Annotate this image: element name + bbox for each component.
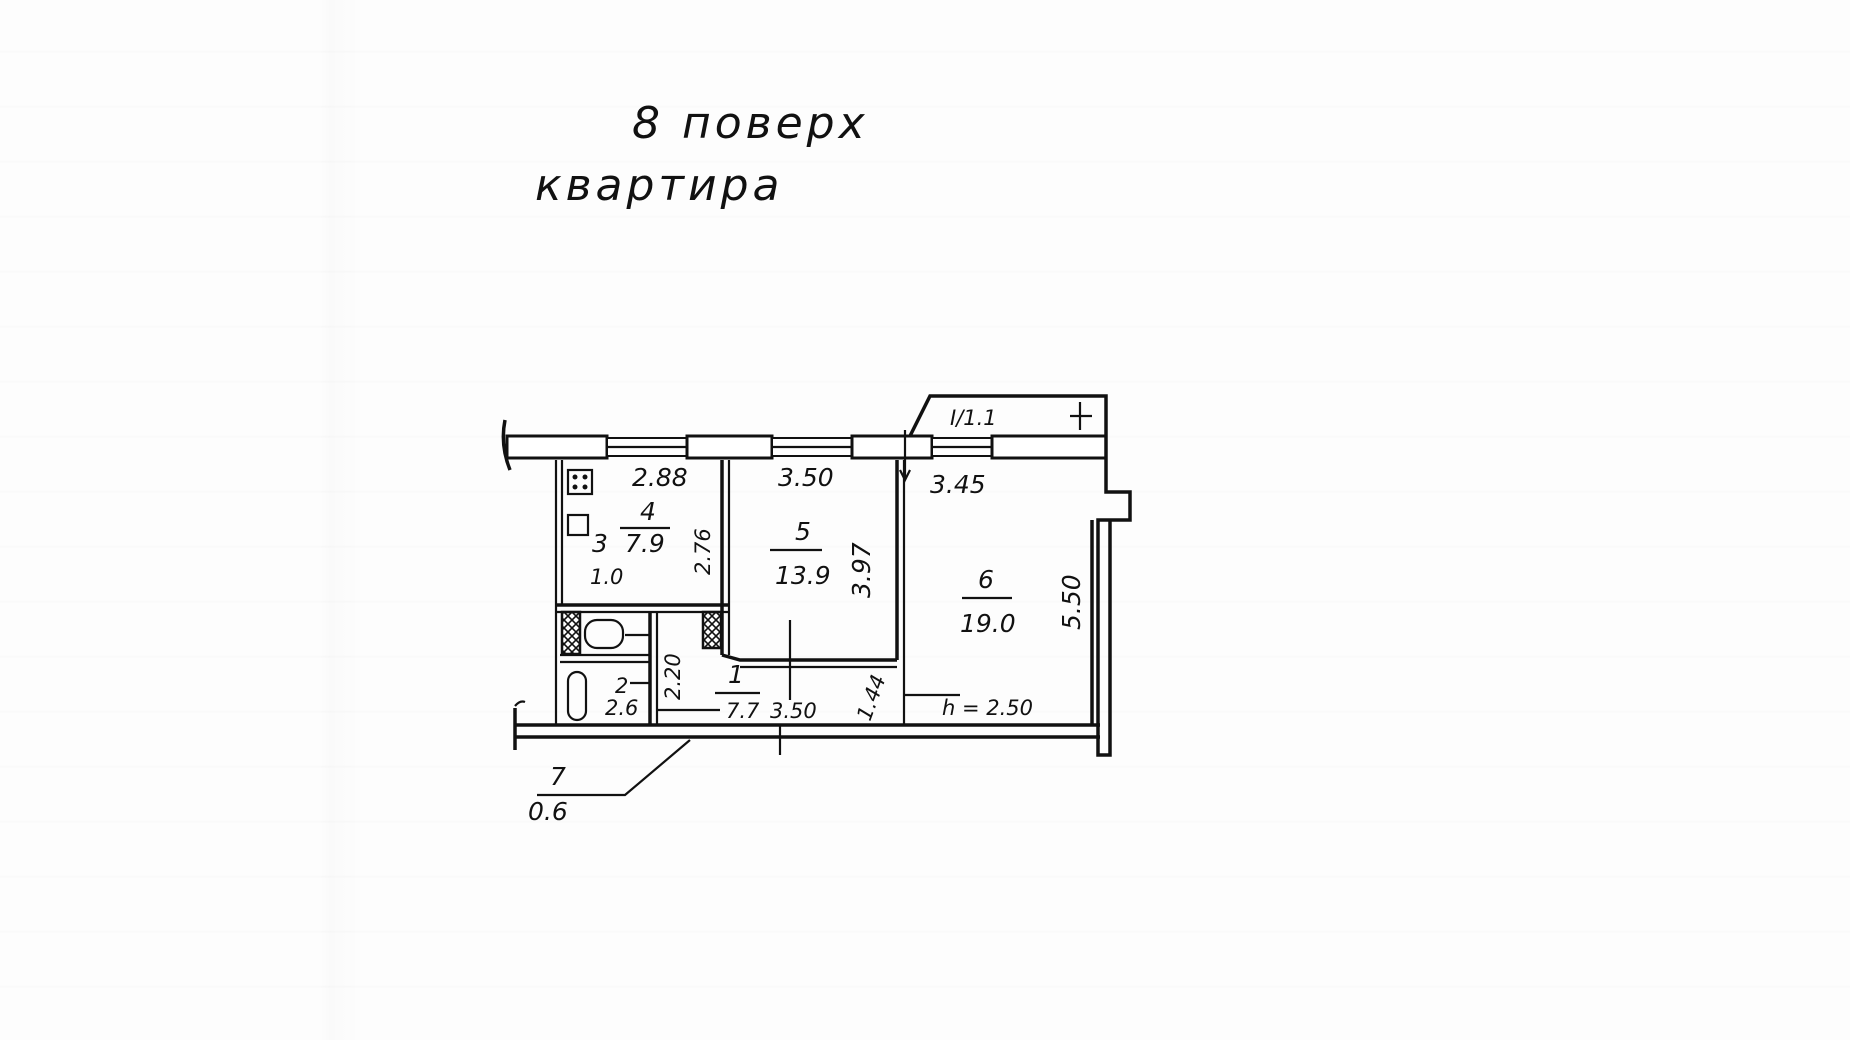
stove-icon xyxy=(566,468,594,496)
exterior-wall-bottom xyxy=(513,700,1100,755)
dim-kitchen-depth: 2.76 xyxy=(691,528,715,575)
dim-room6-width: 3.45 xyxy=(930,470,986,499)
dim-hall-width: 3.50 xyxy=(770,699,817,723)
dim-room5-depth: 3.97 xyxy=(847,542,876,598)
closet-leader xyxy=(537,739,691,797)
dim-bath-wall: 2.20 xyxy=(661,653,685,700)
room-4-area: 7.9 xyxy=(625,529,665,558)
ventilation-shaft xyxy=(560,610,582,656)
room-1-area: 7.7 xyxy=(726,699,760,723)
room-5-number: 5 xyxy=(795,517,811,546)
interior-walls xyxy=(554,460,1094,725)
floor-title: 8 поверх xyxy=(632,98,869,149)
room-2-number: 2 xyxy=(615,674,628,698)
room-7-number: 7 xyxy=(550,762,566,791)
toilet-bowl-icon xyxy=(583,618,625,650)
room-1-number: 1 xyxy=(728,660,744,689)
exterior-wall-top xyxy=(501,419,1132,757)
room-3-area: 1.0 xyxy=(590,565,623,589)
room-3-number: 3 xyxy=(592,529,608,558)
balcony-label: I/1.1 xyxy=(950,406,997,430)
dim-kitchen-width: 2.88 xyxy=(632,463,688,492)
dim-hall-depth: 1.44 xyxy=(852,672,891,724)
room-7-area: 0.6 xyxy=(528,797,568,826)
unit-title: квартира xyxy=(535,160,784,211)
balcony: I/1.1 xyxy=(908,394,1108,437)
ceiling-height: h = 2.50 xyxy=(942,696,1033,720)
dim-room6-depth: 5.50 xyxy=(1057,574,1086,630)
ventilation-shaft-2 xyxy=(701,610,723,650)
sink-icon xyxy=(566,513,590,537)
room-5-area: 13.9 xyxy=(775,561,831,590)
dim-room5-width: 3.50 xyxy=(778,463,834,492)
room-4-number: 4 xyxy=(640,497,656,526)
room-2-area: 2.6 xyxy=(605,696,638,720)
room-6-number: 6 xyxy=(978,565,994,594)
fixtures xyxy=(560,468,723,722)
bathtub-icon xyxy=(566,670,588,722)
room-6-area: 19.0 xyxy=(960,609,1016,638)
